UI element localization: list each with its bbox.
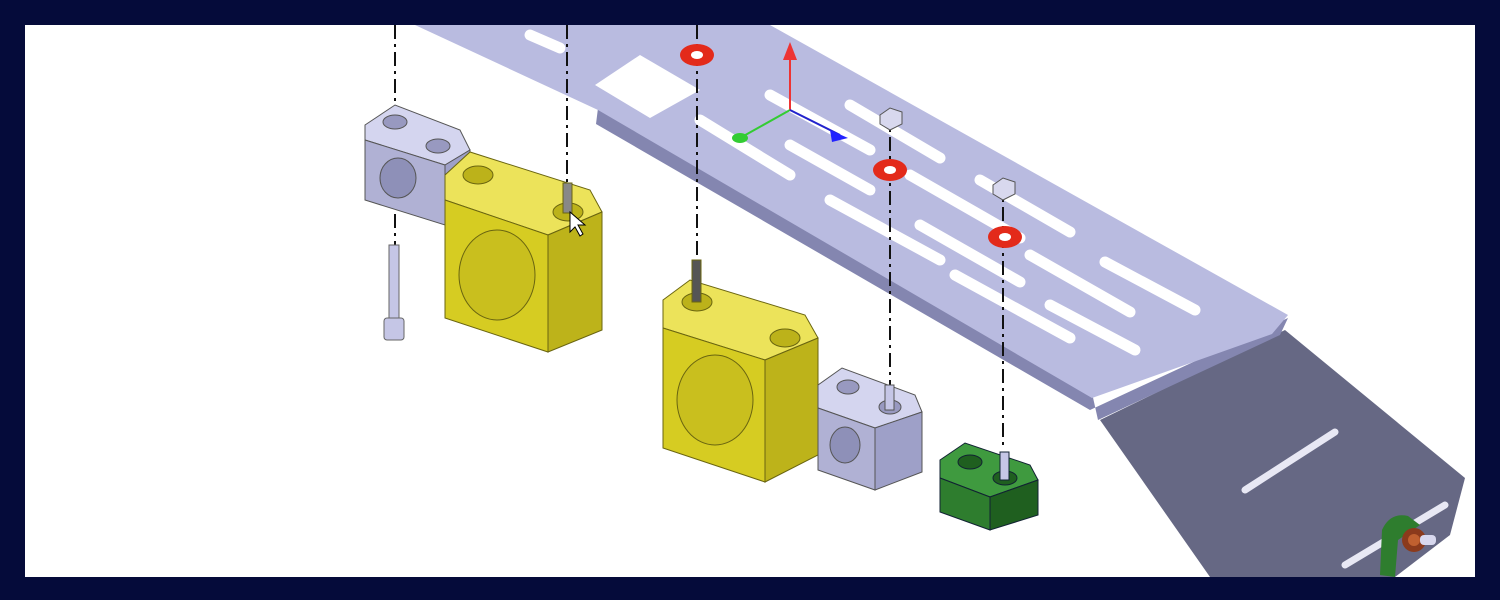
cad-viewport[interactable]: [25, 25, 1475, 577]
triad-axis-icon[interactable]: [732, 42, 848, 143]
small-bracket-nut[interactable]: [1380, 515, 1436, 577]
clamp-yellow-left[interactable]: [444, 151, 603, 353]
plate-cutout: [595, 55, 700, 118]
clamp-lavender-right[interactable]: [817, 367, 923, 491]
bracket-flange: [1100, 330, 1465, 577]
bolt-left[interactable]: [383, 244, 405, 341]
clamp-green[interactable]: [939, 442, 1039, 531]
clamp-yellow-middle[interactable]: [662, 259, 819, 483]
bracket-plate[interactable]: [415, 25, 1465, 577]
washers[interactable]: [680, 44, 1022, 248]
hex-nuts[interactable]: [879, 107, 1016, 201]
mouse-cursor-icon: [569, 210, 587, 237]
exploded-assembly-view[interactable]: [25, 25, 1475, 577]
